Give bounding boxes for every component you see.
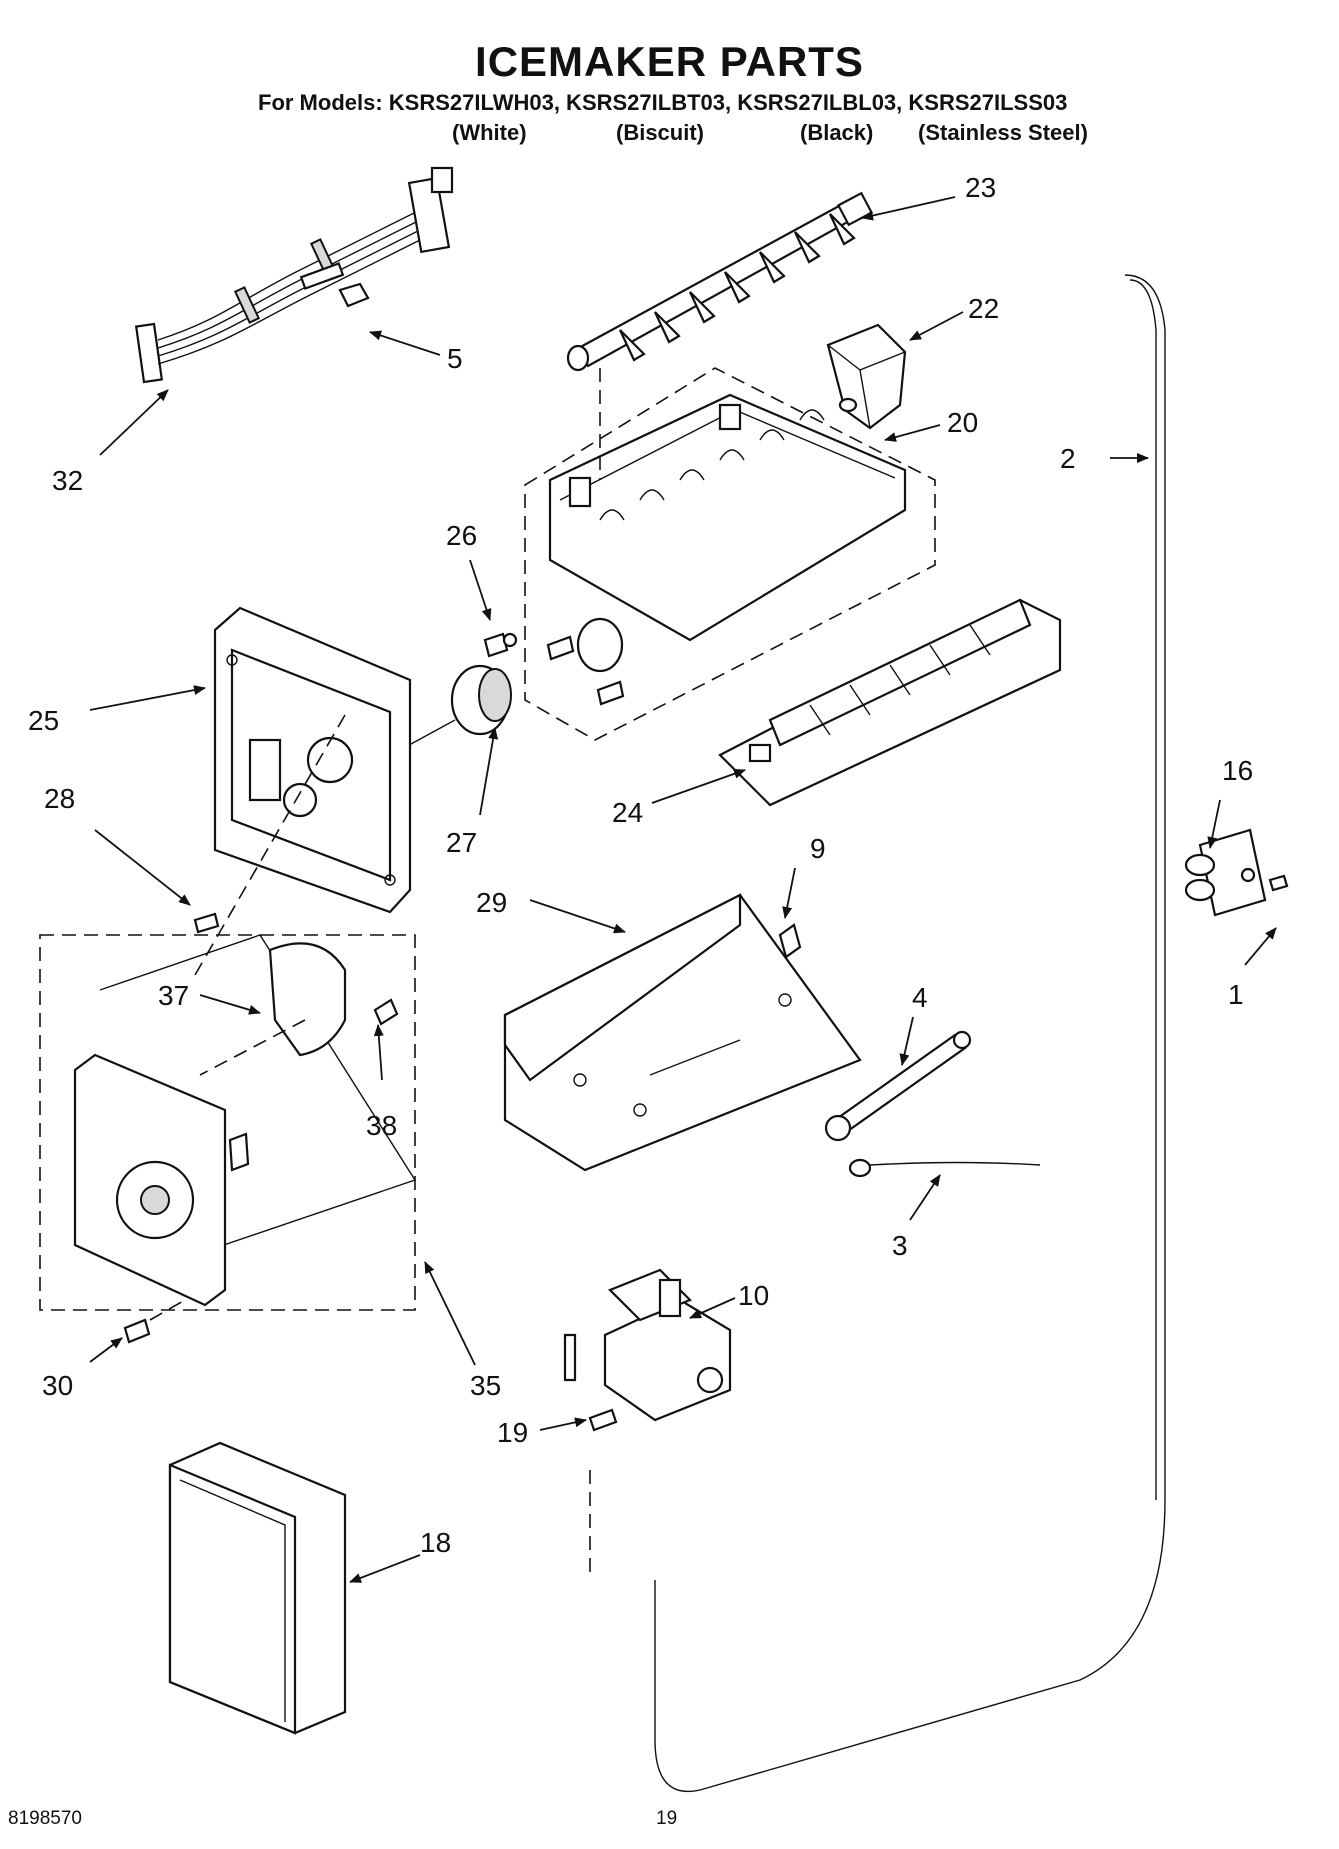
- callout-2: 2: [1060, 443, 1076, 474]
- callout-27: 27: [446, 827, 477, 858]
- control-assembly-drawing: [39, 934, 417, 1311]
- callout-1: 1: [1228, 979, 1244, 1010]
- callout-23: 23: [965, 172, 996, 203]
- water-valve-drawing: [563, 1268, 732, 1422]
- callout-28: 28: [44, 783, 75, 814]
- page-title: ICEMAKER PARTS: [475, 38, 864, 85]
- fill-tube-drawing: [654, 274, 1166, 1792]
- callout-35: 35: [470, 1370, 501, 1401]
- tube-drawing: [824, 1030, 972, 1142]
- fill-cup-drawing: [826, 323, 907, 430]
- callout-10: 10: [738, 1280, 769, 1311]
- screw-drawings: [123, 874, 1289, 1432]
- callout-20: 20: [947, 407, 978, 438]
- color-white: (White): [452, 120, 527, 145]
- heater-drawing: [848, 1158, 1041, 1178]
- callout-4: 4: [912, 982, 928, 1013]
- cover-drawing: [168, 1441, 347, 1735]
- mounting-plate-drawing: [503, 893, 862, 1172]
- wire-harness-drawing: [134, 166, 454, 384]
- leader-arrows: [89, 196, 1277, 1583]
- callout-30: 30: [42, 1370, 73, 1401]
- callout-16: 16: [1222, 755, 1253, 786]
- ejector-drawing: [566, 191, 874, 372]
- callout-37: 37: [158, 980, 189, 1011]
- housing-drawing: [213, 606, 412, 914]
- callout-9: 9: [810, 833, 826, 864]
- callout-32: 32: [52, 465, 83, 496]
- callout-26: 26: [446, 520, 477, 551]
- tube-clamp-drawing: [1184, 828, 1267, 917]
- color-black: (Black): [800, 120, 874, 145]
- page-number: 19: [656, 1808, 678, 1829]
- callout-25: 25: [28, 705, 59, 736]
- mold-drawing: [524, 367, 936, 741]
- models-line: For Models: KSRS27ILWH03, KSRS27ILBT03, …: [258, 90, 1068, 115]
- callout-18: 18: [420, 1527, 451, 1558]
- callout-22: 22: [968, 293, 999, 324]
- callout-19: 19: [497, 1417, 528, 1448]
- thermostat-drawing: [399, 664, 512, 751]
- color-biscuit: (Biscuit): [616, 120, 704, 145]
- part-number: 8198570: [8, 1808, 82, 1829]
- color-stainless-steel: (Stainless Steel): [918, 120, 1088, 145]
- shield-drawing: [718, 598, 1062, 807]
- callout-5: 5: [447, 343, 463, 374]
- clip-drawing: [483, 632, 518, 658]
- callout-3: 3: [892, 1230, 908, 1261]
- callout-24: 24: [612, 797, 643, 828]
- callout-29: 29: [476, 887, 507, 918]
- callout-38: 38: [366, 1110, 397, 1141]
